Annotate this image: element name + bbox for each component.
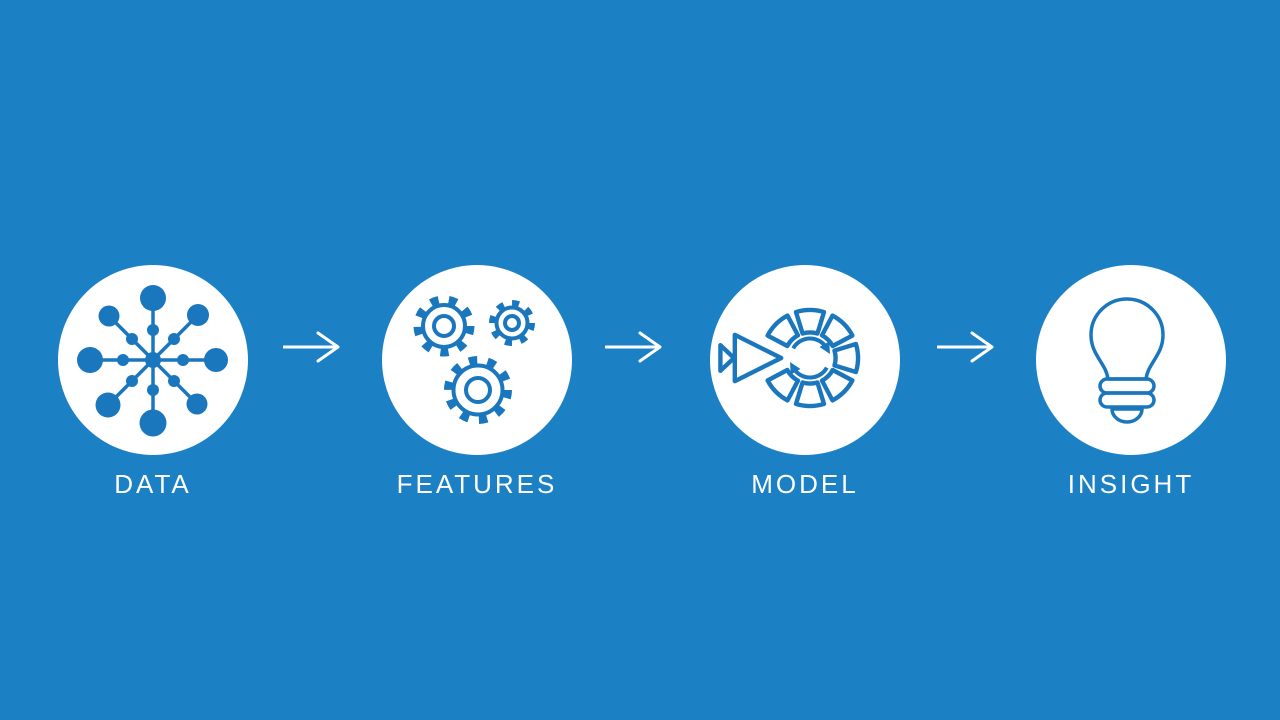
step-insight: INSIGHT <box>1036 265 1226 500</box>
data-network-icon <box>77 285 228 437</box>
model-cycle-icon <box>718 307 861 409</box>
arrow-right-icon <box>283 331 340 363</box>
step-circle-insight <box>1036 265 1226 455</box>
step-label-features: FEATURES <box>396 469 558 499</box>
step-label-insight: INSIGHT <box>1067 469 1195 499</box>
step-data: DATA <box>58 265 248 500</box>
arrow-right-icon <box>605 331 662 363</box>
step-circle-features <box>382 265 572 455</box>
lightbulb-icon <box>1089 297 1165 424</box>
step-circle-model <box>710 265 900 455</box>
gears-icon <box>413 295 535 424</box>
arrow-right-icon <box>937 331 994 363</box>
step-features: FEATURES <box>382 265 572 500</box>
step-label-model: MODEL <box>751 469 859 499</box>
step-circle-data <box>58 265 248 455</box>
step-label-data: DATA <box>114 469 192 499</box>
step-model: MODEL <box>710 265 900 500</box>
